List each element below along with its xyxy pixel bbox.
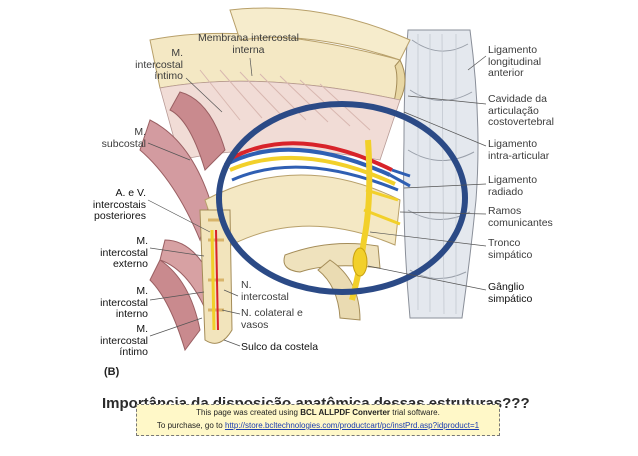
upper-rib [149, 7, 411, 111]
label-m-intercostal-intimo-bottom: M. intercostal íntimo [100, 323, 148, 358]
label-a-v-intercostais: A. e V. intercostais posteriores [92, 187, 146, 222]
label-m-intercostal-intimo-top: M. intercostal íntimo [135, 47, 183, 82]
label-ganglio-simpatico: Gânglio simpático [488, 281, 533, 305]
vertebral-column [403, 29, 479, 319]
banner-product-name: BCL ALLPDF Converter [300, 408, 391, 417]
label-membrana-intercostal-interna: Membrana intercostal interna [198, 32, 299, 56]
banner-line2-pre: To purchase, go to [156, 421, 225, 430]
leader-lines [147, 55, 487, 347]
label-ligamento-longitudinal: Ligamento longitudinal anterior [488, 44, 542, 79]
label-m-intercostal-interno: M. intercostal interno [100, 285, 148, 320]
label-cavidade-articulacao: Cavidade da articulação costovertebral [488, 93, 554, 128]
label-ramos-comunicantes: Ramos comunicantes [488, 205, 553, 229]
figure-letter: (B) [104, 366, 120, 378]
label-n-intercostal: N. intercostal [241, 279, 289, 303]
label-n-colateral-vasos: N. colateral e vasos [241, 307, 303, 331]
converter-banner: This page was created using BCL ALLPDF C… [136, 404, 500, 436]
label-tronco-simpatico: Tronco simpático [488, 237, 533, 261]
highlight-ellipse [216, 101, 468, 295]
sympathetic-trunk [349, 139, 401, 301]
label-ligamento-intra-articular: Ligamento intra-articular [488, 138, 550, 162]
banner-line-2: To purchase, go to http://store.bcltechn… [137, 421, 499, 430]
label-sulco-costela: Sulco da costela [241, 341, 319, 353]
label-ligamento-radiado: Ligamento radiado [488, 174, 538, 198]
label-m-subcostal: M. subcostal [101, 126, 146, 150]
banner-line1-post: trial software. [390, 408, 440, 417]
banner-line1-pre: This page was created using [196, 408, 301, 417]
purchase-link[interactable]: http://store.bcltechnologies.com/product… [224, 421, 480, 430]
banner-line-1: This page was created using BCL ALLPDF C… [137, 408, 499, 417]
label-m-intercostal-externo: M. intercostal externo [100, 235, 148, 270]
intercostal-muscles [139, 69, 401, 352]
